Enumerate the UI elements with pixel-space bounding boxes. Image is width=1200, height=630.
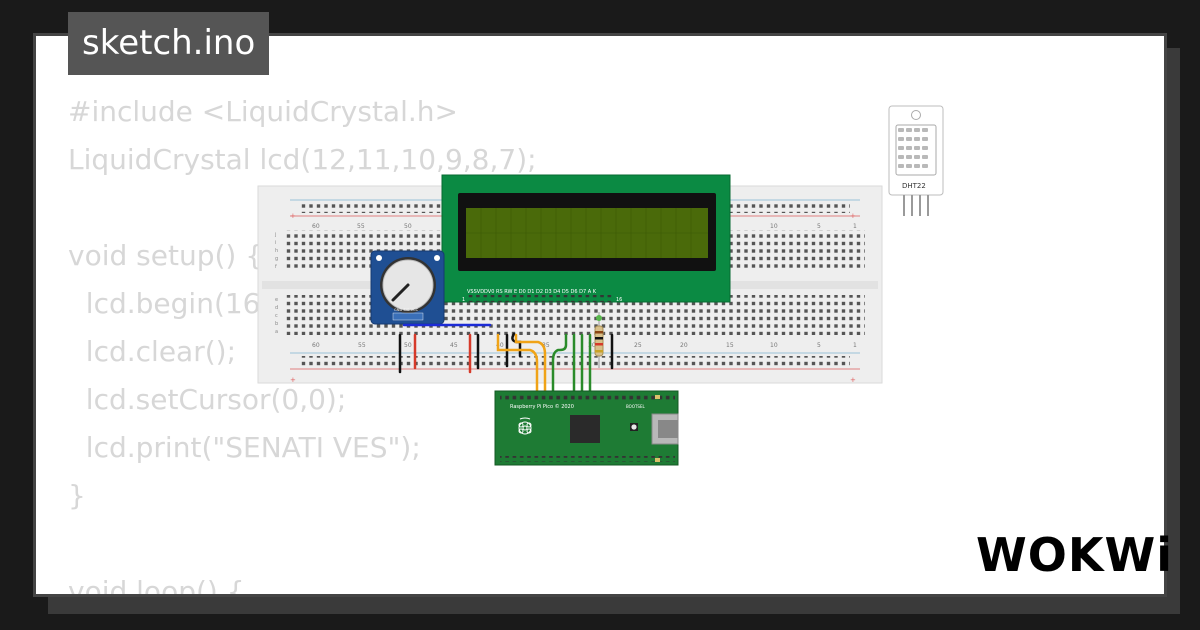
breadboard-column-label: 10 <box>770 223 778 230</box>
raspberry-pi-pico[interactable]: Raspberry Pi Pico © 2020 BOOTSEL <box>494 390 679 466</box>
rp2040-chip <box>570 415 600 443</box>
bootsel-label: BOOTSEL <box>626 404 645 409</box>
code-line: } <box>68 479 86 512</box>
lcd-display[interactable]: VSSVDDV0 RS RW E D0 D1 D2 D3 D4 D5 D6 D7… <box>441 174 731 303</box>
code-line: lcd.print("SENATI VES"); <box>68 431 421 464</box>
breadboard-row-label: i <box>275 240 276 246</box>
breadboard-column-label: 1 <box>853 223 857 230</box>
breadboard-row-label: f <box>275 264 277 270</box>
breadboard-column-label: 5 <box>817 223 821 230</box>
wokwi-logo: WOKWi <box>976 528 1173 582</box>
breadboard-row-label: a <box>275 329 278 335</box>
wire[interactable] <box>551 333 568 394</box>
resistor[interactable] <box>594 312 604 368</box>
wire[interactable] <box>514 333 547 394</box>
code-block: #include <LiquidCrystal.h> LiquidCrystal… <box>68 88 537 597</box>
svg-text:+: + <box>850 376 856 384</box>
filename-tab[interactable]: sketch.ino <box>68 12 270 75</box>
lcd-pin-end: 16 <box>616 297 622 303</box>
breadboard-row-label: b <box>275 321 278 327</box>
led-indicator <box>596 315 602 321</box>
potentiometer[interactable]: GND SIG VCC <box>370 250 445 325</box>
breadboard-column-label: 55 <box>357 223 365 230</box>
breadboard-column-label: 45 <box>450 342 458 349</box>
usb-port-icon <box>651 413 679 445</box>
code-line: lcd.clear(); <box>68 335 236 368</box>
breadboard-column-label: 60 <box>312 223 320 230</box>
breadboard-column-label: 40 <box>496 342 504 349</box>
breadboard-row-label: h <box>275 248 278 254</box>
breadboard-row-label: e <box>275 297 278 303</box>
code-line: lcd.setCursor(0,0); <box>68 383 347 416</box>
breadboard-row-label: j <box>274 232 276 238</box>
wires[interactable] <box>398 323 614 394</box>
breadboard-column-label: 10 <box>770 342 778 349</box>
breadboard-row-label: d <box>275 305 278 311</box>
pot-pin-labels: GND SIG VCC <box>394 308 419 312</box>
breadboard-column-label: 50 <box>404 223 412 230</box>
code-line: void loop() { <box>68 575 245 597</box>
breadboard-column-label: 5 <box>817 342 821 349</box>
svg-text:+: + <box>290 376 296 384</box>
dht22-label: DHT22 <box>902 182 926 190</box>
svg-text:+: + <box>290 212 296 220</box>
dht22-sensor[interactable]: DHT22 <box>888 105 944 216</box>
lcd-character-grid <box>466 208 708 258</box>
breadboard-column-label: 20 <box>680 342 688 349</box>
breadboard-column-label: 1 <box>853 342 857 349</box>
lcd-pin-labels: VSSVDDV0 RS RW E D0 D1 D2 D3 D4 D5 D6 D7… <box>467 289 597 295</box>
breadboard-column-label: 50 <box>404 342 412 349</box>
breadboard-column-label: 35 <box>542 342 550 349</box>
knob-indicator <box>391 283 410 302</box>
svg-text:+: + <box>850 212 856 220</box>
breadboard-column-label: 55 <box>358 342 366 349</box>
breadboard-row-label: c <box>275 313 278 319</box>
breadboard-column-label: 15 <box>726 342 734 349</box>
breadboard-column-label: 25 <box>634 342 642 349</box>
bootsel-button[interactable] <box>631 424 637 430</box>
code-line: #include <LiquidCrystal.h> <box>68 95 458 128</box>
breadboard-column-label: 60 <box>312 342 320 349</box>
raspberry-pi-logo-icon <box>518 417 532 435</box>
code-line: LiquidCrystal lcd(12,11,10,9,8,7); <box>68 143 537 176</box>
breadboard-row-label: g <box>275 256 278 262</box>
breadboard-column-label: 30 <box>588 342 596 349</box>
pico-label: Raspberry Pi Pico © 2020 <box>510 403 574 410</box>
wire[interactable] <box>496 333 539 394</box>
lcd-pin-start: 1 <box>462 297 465 303</box>
